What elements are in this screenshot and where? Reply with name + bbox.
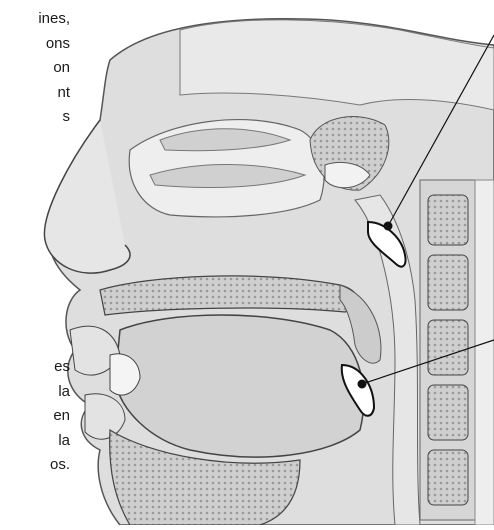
upper-leader-dot <box>384 222 393 231</box>
vertebra <box>428 450 468 505</box>
lower-caption-line: es <box>50 355 70 380</box>
lower-caption-line: la <box>50 429 70 454</box>
lower-caption: es la en la os. <box>50 355 70 478</box>
upper-caption-line: on <box>38 56 70 81</box>
lower-leader-dot <box>358 380 367 389</box>
upper-caption: ines, ons on nt s <box>38 7 70 130</box>
lower-caption-line: la <box>50 380 70 405</box>
upper-caption-line: ines, <box>38 7 70 32</box>
upper-caption-line: s <box>38 105 70 130</box>
upper-caption-line: ons <box>38 32 70 57</box>
vertebra <box>428 255 468 310</box>
lower-caption-line: en <box>50 404 70 429</box>
vertebra <box>428 320 468 375</box>
vertebra <box>428 385 468 440</box>
vertebra <box>428 195 468 245</box>
upper-caption-line: nt <box>38 81 70 106</box>
lower-caption-line: os. <box>50 453 70 478</box>
